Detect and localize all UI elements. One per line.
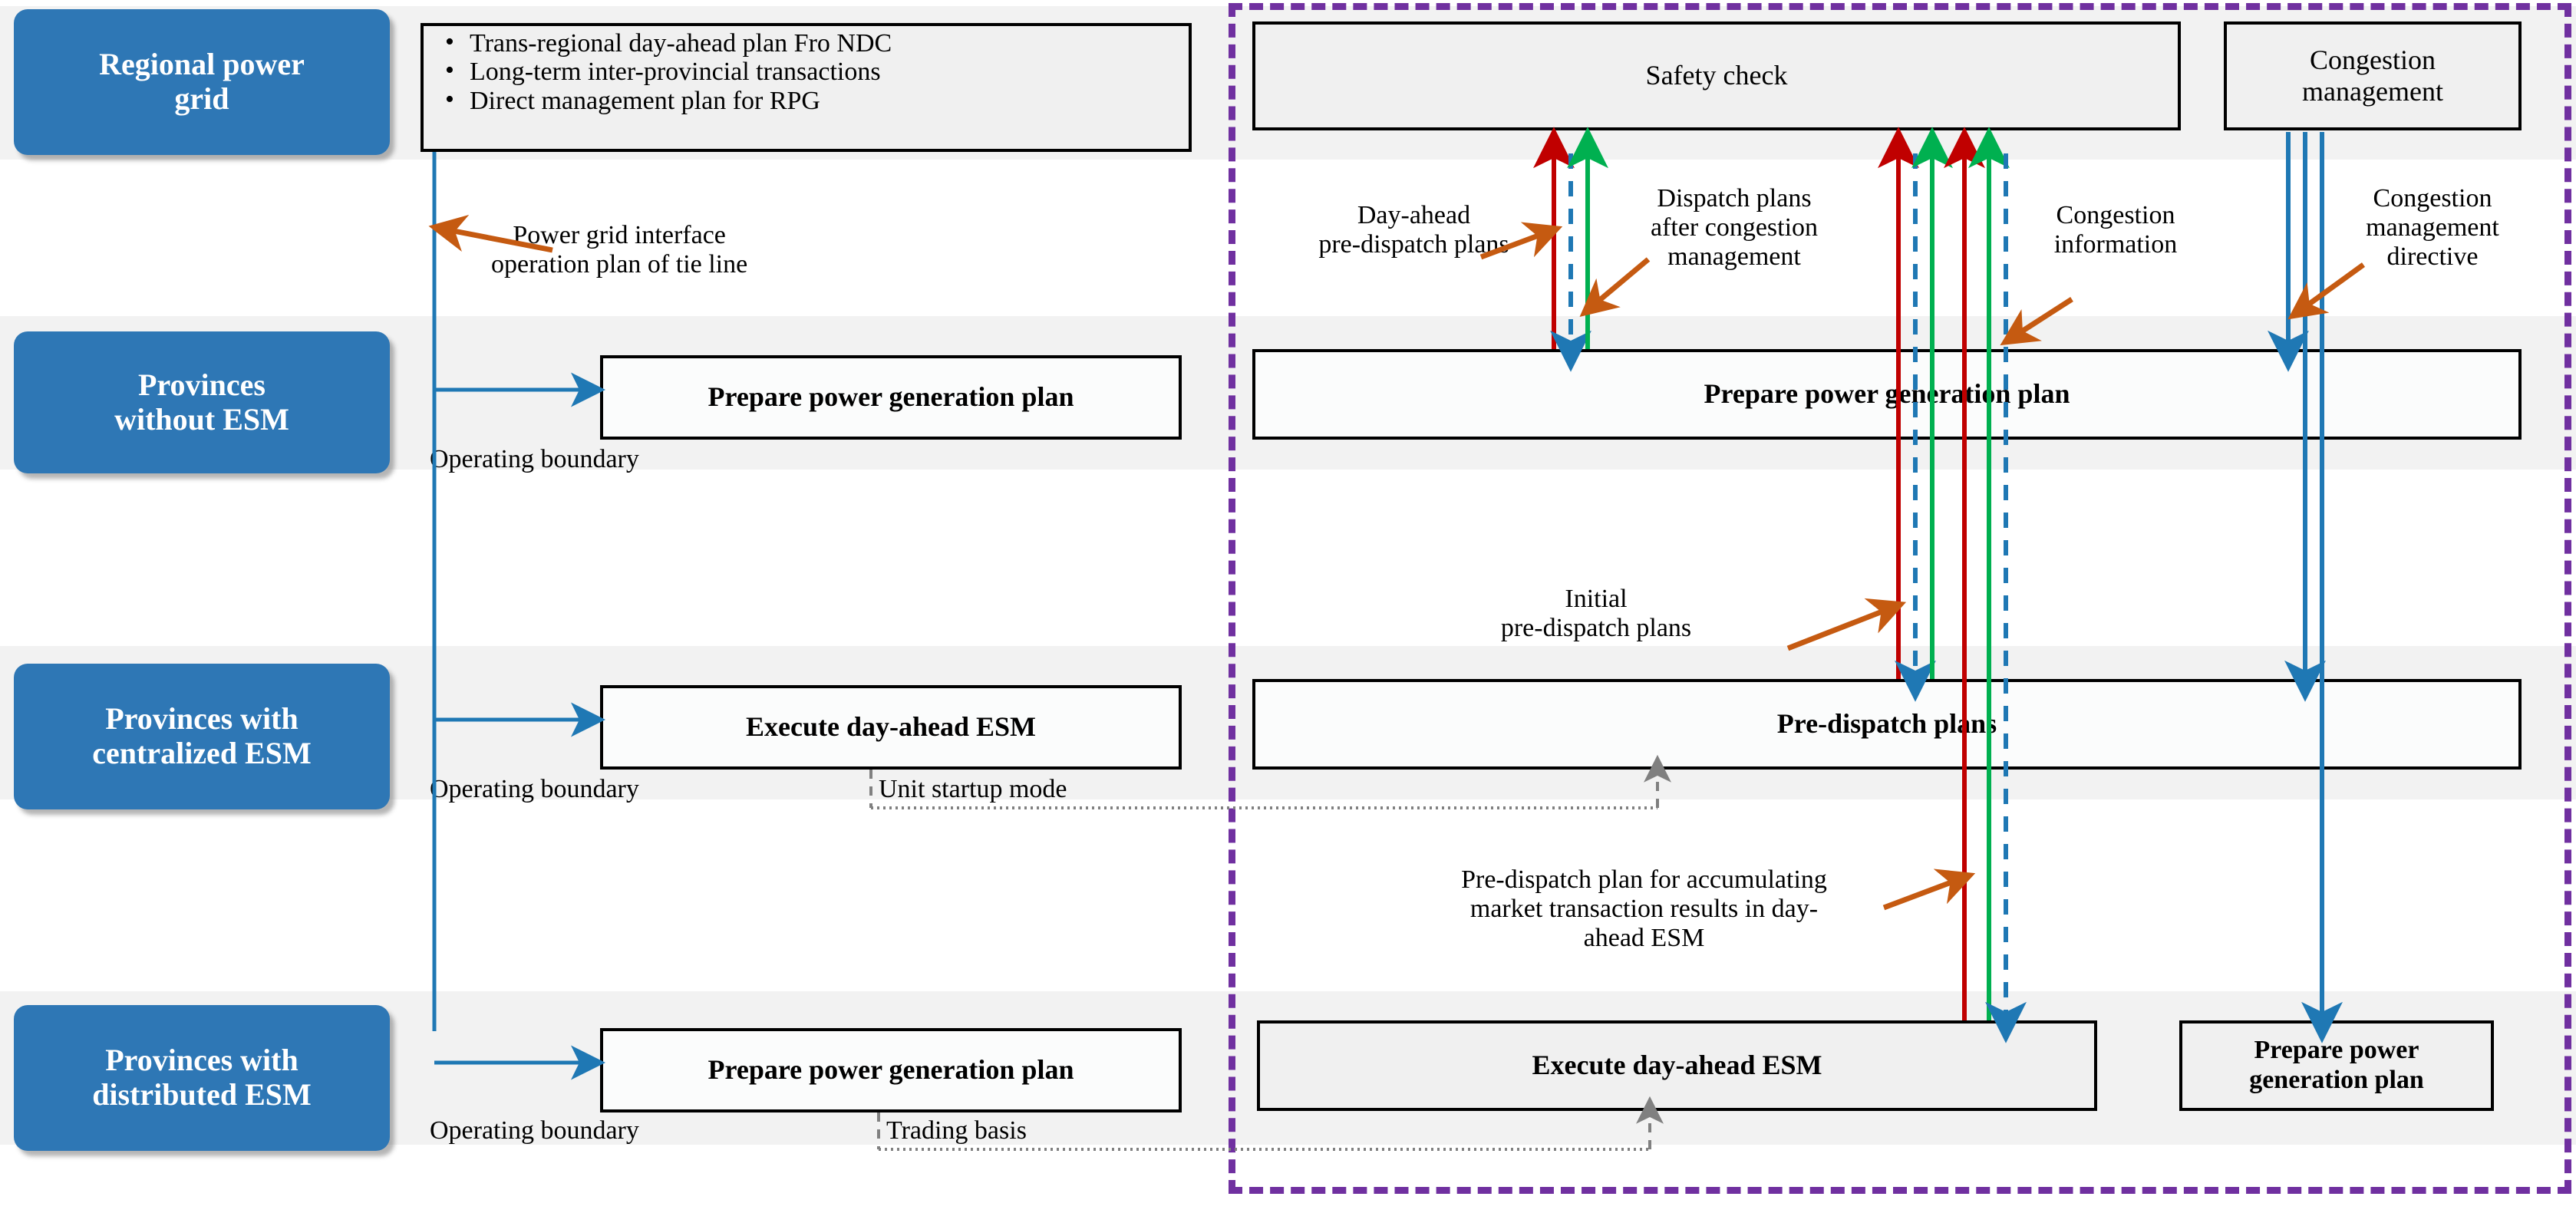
prepare-power-generation-plan-left-box[interactable]: Prepare power generation plan (600, 355, 1182, 440)
list-item: Direct management plan for RPG (445, 85, 1189, 115)
execute-day-ahead-esm-bottom-box[interactable]: Execute day-ahead ESM (1257, 1020, 2097, 1111)
annotation-initial-pre-dispatch: Initial pre-dispatch plans (1500, 585, 1692, 643)
annotation-day-ahead-pre-dispatch: Day-ahead pre-dispatch plans (1318, 201, 1509, 259)
box-label: Prepare power generation plan (707, 1054, 1074, 1086)
list-item: Trans-regional day-ahead plan Fro NDC (445, 28, 1189, 58)
box-label: Prepare power generation plan (707, 381, 1074, 413)
box-label: Congestion management (2302, 44, 2443, 107)
pre-dispatch-plans-box[interactable]: Pre-dispatch plans (1252, 679, 2522, 770)
connector-unit-startup-mode-dashed (869, 754, 1671, 809)
annotation-congestion-directive: Congestion management directive (2366, 184, 2499, 272)
operating-boundary-label-2: Operating boundary (430, 775, 639, 803)
lane-label-text: Regional power grid (99, 47, 305, 116)
lane-label-provinces-without-esm[interactable]: Provinces without ESM (14, 331, 390, 473)
annotation-dispatch-after-congestion: Dispatch plans after congestion manageme… (1650, 184, 1819, 272)
list-item: Long-term inter-provincial transactions (445, 56, 1189, 86)
box-label: Safety check (1645, 60, 1788, 91)
annotation-congestion-information: Congestion information (2053, 201, 2178, 259)
annotation-tie-line: Power grid interface operation plan of t… (491, 221, 748, 279)
box-label: Prepare power generation plan (1704, 378, 2070, 410)
execute-day-ahead-esm-left-box[interactable]: Execute day-ahead ESM (600, 685, 1182, 770)
congestion-management-box[interactable]: Congestion management (2224, 21, 2522, 130)
box-label: Pre-dispatch plans (1776, 708, 1997, 740)
rpg-inputs-box: Trans-regional day-ahead plan Fro NDC Lo… (421, 23, 1192, 152)
safety-check-box[interactable]: Safety check (1252, 21, 2181, 130)
lane-label-text: Provinces with distributed ESM (92, 1043, 312, 1112)
connector-trading-basis-dashed (877, 1096, 1664, 1151)
prepare-power-generation-plan-right-box[interactable]: Prepare power generation plan (1252, 349, 2522, 440)
leader-arrow-tie-line (428, 214, 553, 253)
unit-startup-mode-label: Unit startup mode (879, 775, 1067, 803)
operating-boundary-label-3: Operating boundary (430, 1116, 639, 1145)
box-label: Execute day-ahead ESM (1532, 1050, 1822, 1081)
leader-arrow-initial-pre-dispatch (1786, 598, 1907, 651)
operating-boundary-label-1: Operating boundary (430, 445, 639, 473)
leader-arrow-dispatch-after-congestion (1579, 257, 1651, 317)
leader-arrow-congestion-information (2000, 297, 2073, 346)
box-label: Execute day-ahead ESM (746, 711, 1036, 743)
connector-rpg-to-provinces (432, 152, 605, 1080)
lane-label-text: Provinces with centralized ESM (92, 701, 312, 770)
annotation-pre-dispatch-accumulating: Pre-dispatch plan for accumulating marke… (1461, 865, 1827, 953)
leader-arrow-accumulating (1882, 869, 1976, 911)
lane-label-provinces-distributed-esm[interactable]: Provinces with distributed ESM (14, 1005, 390, 1151)
lane-label-provinces-centralized-esm[interactable]: Provinces with centralized ESM (14, 664, 390, 809)
leader-arrow-congestion-directive (2287, 262, 2366, 320)
lane-label-regional-power-grid[interactable]: Regional power grid (14, 9, 390, 155)
lane-label-text: Provinces without ESM (114, 367, 289, 437)
trading-basis-label: Trading basis (886, 1116, 1027, 1145)
leader-arrow-day-ahead-pre-dispatch (1479, 222, 1563, 260)
